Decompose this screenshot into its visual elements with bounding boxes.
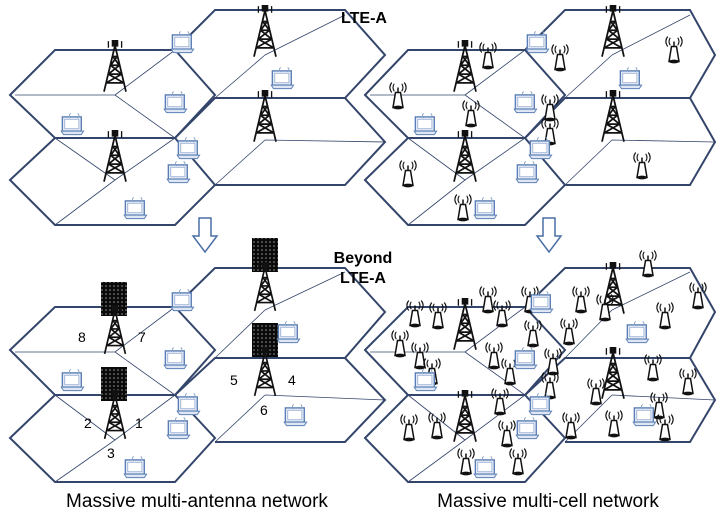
sector-label-7: 7: [138, 329, 146, 345]
user-device-icon: [176, 136, 201, 160]
small-cell-icon: [498, 419, 516, 448]
cell-hexagon: [524, 357, 717, 443]
cell-hexagon: [174, 357, 387, 443]
user-device-icon: [473, 455, 498, 479]
panel-top-left: [8, 5, 387, 226]
down-arrow-icon: [535, 217, 563, 254]
small-cell-icon: [485, 341, 503, 370]
small-cell-icon: [462, 99, 480, 128]
small-cell-icon: [479, 285, 497, 314]
user-device-icon: [60, 368, 85, 392]
sector-label-3: 3: [107, 445, 115, 461]
sector-label-1: 1: [135, 415, 143, 431]
user-device-icon: [170, 288, 195, 312]
caption-left: Massive multi-antenna network: [66, 491, 328, 512]
user-device-icon: [166, 160, 191, 184]
bottom-tech-label-line2: LTE-A: [340, 270, 386, 287]
panel-bottom-right: [363, 249, 717, 483]
user-device-icon: [515, 160, 540, 184]
user-device-icon: [60, 112, 85, 136]
small-cell-icon: [656, 301, 674, 330]
small-cell-icon: [389, 81, 407, 110]
small-cell-icon: [689, 281, 707, 310]
user-device-icon: [176, 392, 201, 416]
top-tech-label: LTE-A: [341, 10, 387, 27]
user-device-icon: [529, 290, 554, 314]
user-device-icon: [163, 90, 188, 114]
small-cell-icon: [560, 317, 578, 346]
small-cell-icon: [665, 35, 683, 64]
sector-label-6: 6: [260, 402, 268, 418]
user-device-icon: [513, 346, 538, 370]
sector-label-8: 8: [78, 329, 86, 345]
sector-label-2: 2: [84, 415, 92, 431]
user-device-icon: [163, 346, 188, 370]
cell-tower-icon: [600, 347, 626, 401]
user-device-icon: [413, 368, 438, 392]
user-device-icon: [270, 66, 295, 90]
user-device-icon: [276, 320, 301, 344]
small-cell-icon: [411, 341, 429, 370]
bottom-tech-label-line1: Beyond: [334, 250, 393, 267]
small-cell-icon: [428, 411, 446, 440]
small-cell-icon: [524, 319, 542, 348]
small-cell-icon: [587, 377, 605, 406]
small-cell-icon: [633, 151, 651, 180]
down-arrow-icon: [191, 217, 219, 254]
small-cell-icon: [454, 193, 472, 222]
small-cell-icon: [406, 299, 424, 328]
small-cell-icon: [509, 447, 527, 476]
small-cell-icon: [639, 249, 657, 278]
cell-tower-icon: [252, 5, 278, 59]
cell-tower-icon: [600, 5, 626, 59]
sector-label-5: 5: [230, 372, 238, 388]
caption-right: Massive multi-cell network: [437, 491, 659, 512]
small-cell-icon: [493, 299, 511, 328]
cell-hexagon: [524, 267, 717, 359]
user-device-icon: [123, 455, 148, 479]
small-cell-icon: [399, 159, 417, 188]
cell-tower-icon: [452, 40, 478, 94]
cell-hexagon: [174, 97, 387, 186]
small-cell-icon: [551, 43, 569, 72]
small-cell-icon: [391, 329, 409, 358]
user-device-icon: [528, 136, 553, 160]
small-cell-icon: [491, 387, 509, 416]
user-device-icon: [123, 196, 148, 220]
user-device-icon: [170, 30, 195, 54]
user-device-icon: [515, 416, 540, 440]
small-cell-icon: [562, 411, 580, 440]
small-cell-icon: [679, 367, 697, 396]
user-device-icon: [528, 392, 553, 416]
panel-bottom-left: 8 7 5 4 6 2 1 3: [8, 238, 387, 483]
small-cell-icon: [479, 41, 497, 70]
small-cell-icon: [400, 413, 418, 442]
panel-top-right: [363, 5, 717, 226]
user-device-icon: [413, 112, 438, 136]
cell-hexagon: [524, 97, 717, 186]
small-cell-icon: [605, 409, 623, 438]
small-cell-icon: [457, 447, 475, 476]
sector-label-4: 4: [288, 372, 296, 388]
user-device-icon: [625, 320, 650, 344]
user-device-icon: [473, 196, 498, 220]
user-device-icon: [166, 416, 191, 440]
user-device-icon: [525, 30, 550, 54]
user-device-icon: [618, 66, 643, 90]
small-cell-icon: [572, 285, 590, 314]
cell-tower-icon: [452, 298, 478, 352]
user-device-icon: [632, 403, 657, 427]
user-device-icon: [283, 403, 308, 427]
user-device-icon: [513, 90, 538, 114]
cell-tower-icon: [102, 40, 128, 94]
